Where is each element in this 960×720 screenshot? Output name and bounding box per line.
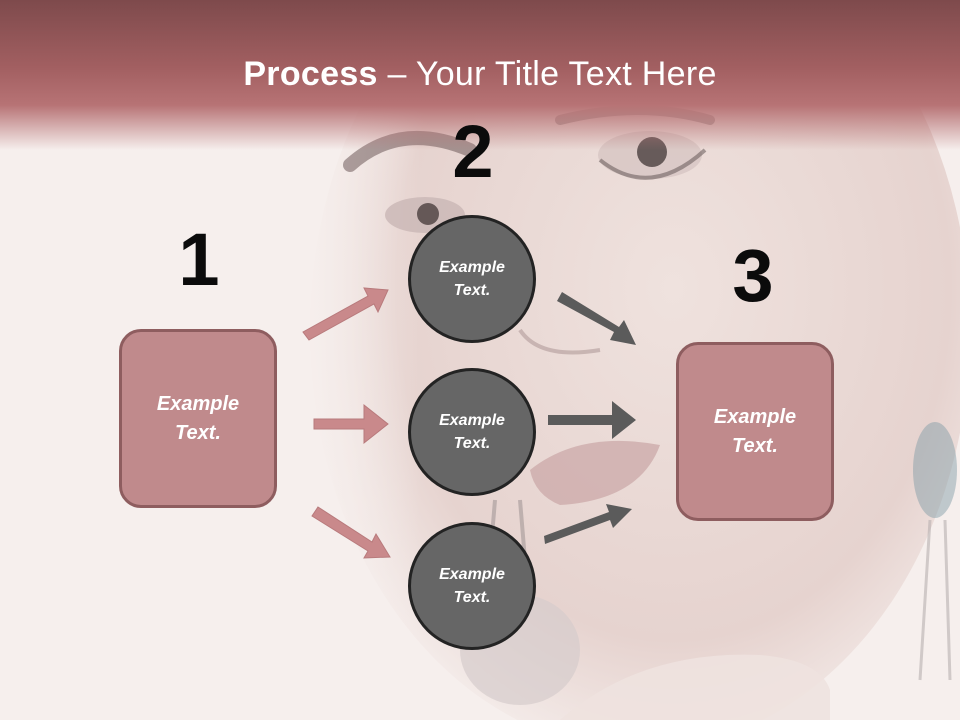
step-3-box: Example Text. — [676, 342, 834, 521]
step-3-number: 3 — [732, 234, 774, 317]
arrow-2-bottom-to-3 — [544, 504, 632, 544]
step-2-circle-top-text: Example Text. — [439, 259, 505, 299]
step-3-box-text: Example Text. — [713, 405, 797, 457]
step-2-circle-bottom: Example Text. — [408, 522, 536, 650]
step-1-number: 1 — [178, 218, 220, 301]
title-strong: Process — [243, 55, 378, 93]
slide-title: Process – Your Title Text Here — [0, 52, 960, 96]
arrow-1-to-2-middle — [313, 403, 389, 445]
step-2-circle-middle: Example Text. — [408, 368, 536, 496]
step-1-box-text: Example Text. — [156, 392, 240, 444]
title-rest: – Your Title Text Here — [377, 55, 717, 93]
step-2-circle-top: Example Text. — [408, 215, 536, 343]
step-2-number: 2 — [452, 110, 494, 193]
step-1-box: Example Text. — [119, 329, 277, 508]
arrow-2-top-to-3 — [557, 292, 636, 345]
step-2-circle-bottom-text: Example Text. — [439, 566, 505, 606]
title-band — [0, 0, 960, 150]
step-2-circle-middle-text: Example Text. — [439, 412, 505, 452]
arrow-1-to-2-top — [302, 287, 389, 341]
arrow-2-middle-to-3 — [548, 401, 636, 439]
arrow-1-to-2-bottom — [311, 506, 391, 559]
